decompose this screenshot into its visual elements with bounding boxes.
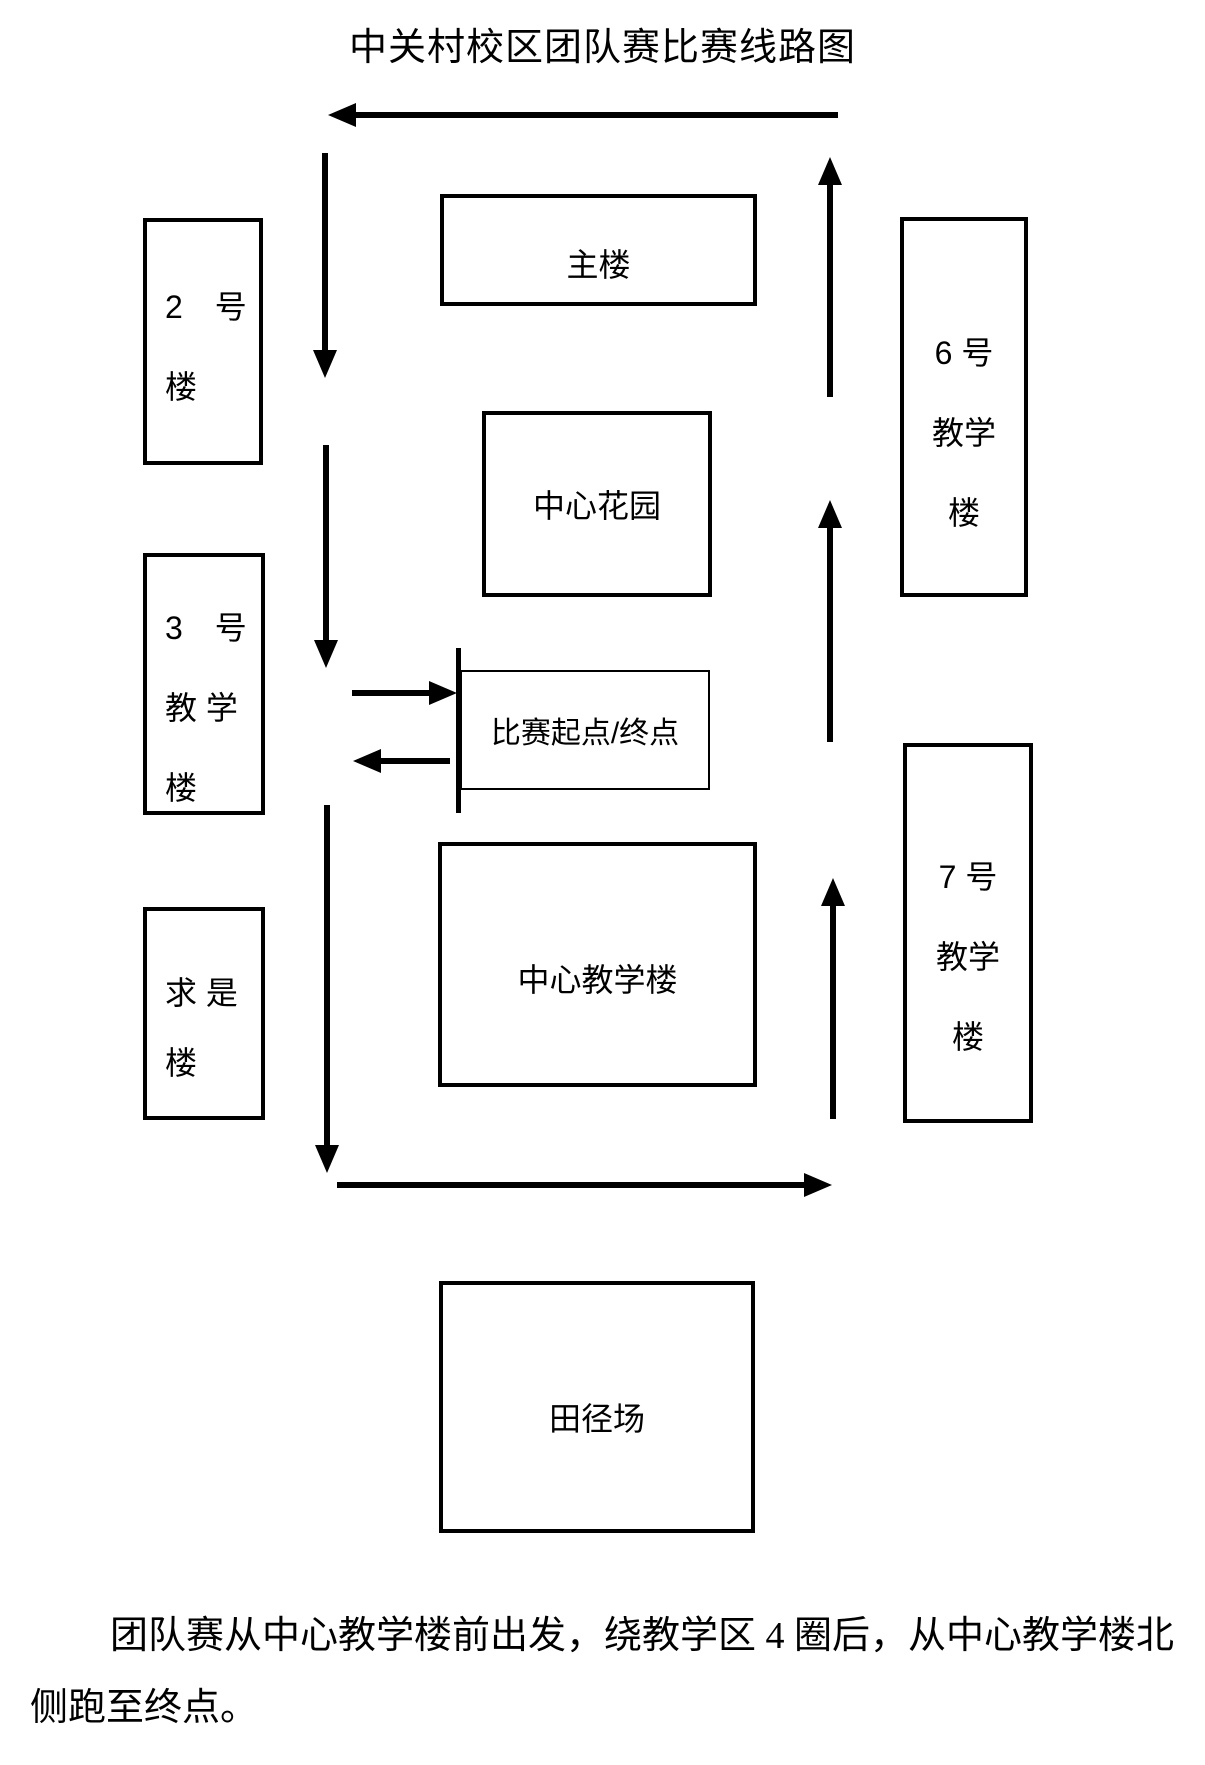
box-main-building: 主楼 bbox=[440, 194, 757, 306]
arrow-head-down bbox=[314, 640, 338, 668]
box-main-building-label: 主楼 bbox=[566, 247, 631, 283]
box-building-3-line: 楼 bbox=[165, 770, 198, 806]
arrow-shaft bbox=[324, 805, 330, 1147]
box-track-field: 田径场 bbox=[439, 1281, 755, 1533]
start-finish-line bbox=[456, 648, 461, 813]
arrow-top-westward bbox=[328, 103, 838, 127]
arrow-head-up bbox=[818, 500, 842, 528]
arrow-shaft bbox=[827, 183, 833, 397]
box-central-garden-label: 中心花园 bbox=[532, 488, 661, 524]
arrow-head-down bbox=[315, 1145, 339, 1173]
arrow-shaft bbox=[830, 904, 836, 1119]
arrow-head-left bbox=[353, 749, 381, 773]
arrow-shaft bbox=[354, 112, 838, 118]
arrow-head-down bbox=[313, 350, 337, 378]
arrow-shaft bbox=[352, 690, 431, 696]
arrow-shaft bbox=[337, 1182, 806, 1188]
box-building-2-line: 2 号 bbox=[165, 289, 247, 325]
arrow-head-right bbox=[804, 1173, 832, 1197]
arrow-right-up-3 bbox=[821, 878, 845, 1119]
box-building-6-line: 6 号 bbox=[934, 335, 994, 371]
box-building-7: 7 号 教学 楼 bbox=[903, 743, 1033, 1123]
route-description: 团队赛从中心教学楼前出发，绕教学区 4 圈后，从中心教学楼北 侧跑至终点。 bbox=[30, 1600, 1190, 1744]
arrow-left-down-2 bbox=[314, 445, 338, 668]
arrow-right-up-2 bbox=[818, 500, 842, 742]
box-building-6-line: 教学 bbox=[931, 415, 996, 451]
arrow-shaft bbox=[827, 526, 833, 742]
box-building-7-line: 楼 bbox=[951, 1019, 984, 1055]
arrow-shaft bbox=[323, 445, 329, 642]
route-description-line2: 侧跑至终点。 bbox=[30, 1687, 259, 1729]
arrow-shaft bbox=[379, 758, 450, 764]
box-building-3: 3 号 教 学 楼 bbox=[143, 553, 265, 815]
route-description-line1: 团队赛从中心教学楼前出发，绕教学区 4 圈后，从中心教学楼北 bbox=[110, 1615, 1175, 1657]
arrow-right-up-1 bbox=[818, 157, 842, 397]
box-building-3-line: 教 学 bbox=[165, 690, 238, 726]
box-qiushi-line: 求 是 bbox=[165, 975, 238, 1011]
arrow-shaft bbox=[322, 153, 328, 352]
arrow-left-down-1 bbox=[313, 153, 337, 378]
arrow-out-of-start bbox=[353, 749, 450, 773]
box-central-teaching-label: 中心教学楼 bbox=[517, 961, 678, 998]
box-qiushi-line: 楼 bbox=[165, 1045, 198, 1081]
box-central-garden: 中心花园 bbox=[482, 411, 712, 597]
box-qiushi-building: 求 是 楼 bbox=[143, 907, 265, 1120]
box-building-6: 6 号 教学 楼 bbox=[900, 217, 1028, 597]
box-track-field-label: 田径场 bbox=[548, 1401, 645, 1437]
box-building-6-line: 楼 bbox=[947, 495, 980, 531]
arrow-into-start bbox=[352, 681, 457, 705]
arrow-head-left bbox=[328, 103, 356, 127]
box-start-finish-label: 比赛起点/终点 bbox=[490, 717, 680, 750]
box-start-finish: 比赛起点/终点 bbox=[460, 670, 710, 790]
arrow-head-up bbox=[818, 157, 842, 185]
arrow-head-right bbox=[429, 681, 457, 705]
box-building-2-line: 楼 bbox=[165, 369, 198, 405]
arrow-left-down-3 bbox=[315, 805, 339, 1173]
box-building-2: 2 号 楼 bbox=[143, 218, 263, 465]
arrow-bottom-eastward bbox=[337, 1173, 832, 1197]
box-central-teaching: 中心教学楼 bbox=[438, 842, 757, 1087]
diagram-title: 中关村校区团队赛比赛线路图 bbox=[348, 27, 856, 69]
box-building-7-line: 7 号 bbox=[938, 859, 998, 895]
box-building-7-line: 教学 bbox=[935, 939, 1000, 975]
arrow-head-up bbox=[821, 878, 845, 906]
box-building-3-line: 3 号 bbox=[165, 610, 247, 646]
